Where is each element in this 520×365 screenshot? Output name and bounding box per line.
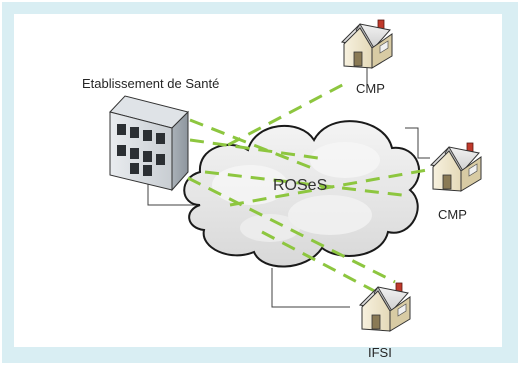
site-label-ifsi: IFSI [368,345,392,360]
hospital-building-icon [109,95,189,192]
dashed-links [187,80,456,297]
site-label-cmp-right: CMP [438,207,467,222]
cloud-network-icon [183,120,420,268]
house-icon [430,142,482,192]
house-icon [341,19,393,69]
house-icon [359,282,411,332]
site-label-cmp-top: CMP [356,81,385,96]
cloud-label: ROSeS [273,177,328,194]
hospital-label: Etablissement de Santé [82,76,220,91]
